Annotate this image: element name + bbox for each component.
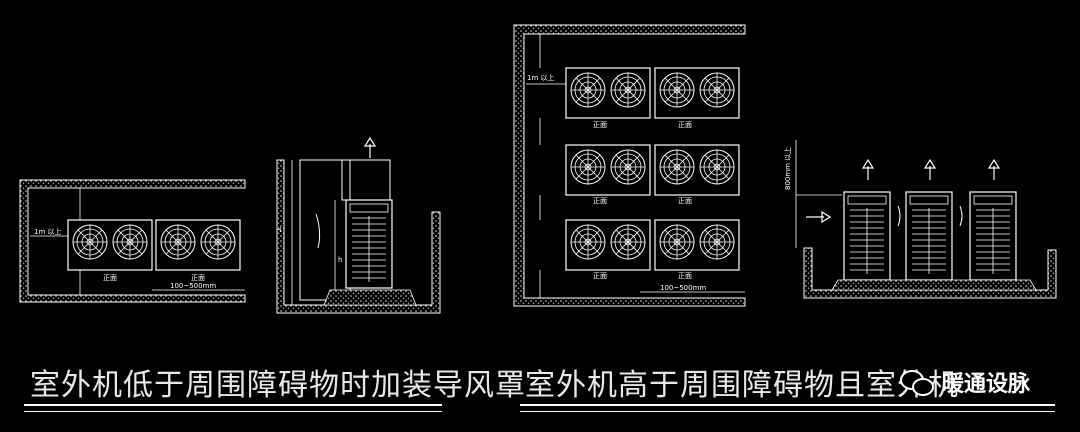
front-label: 正面 xyxy=(678,197,692,205)
outdoor-unit-r1c2 xyxy=(655,68,739,118)
watermark-text: 暖通设脉 xyxy=(942,372,1031,397)
outdoor-unit-tall xyxy=(345,199,393,289)
clearance-label: 1m 以上 xyxy=(527,73,555,82)
caption-underline xyxy=(24,404,442,406)
outdoor-unit-1 xyxy=(68,220,152,270)
outdoor-unit-r3c1 xyxy=(566,220,650,270)
right-caption: 室外机高于周围障碍物且室外机 xyxy=(525,368,959,403)
outdoor-unit-r2c1 xyxy=(566,145,650,195)
gap-label: 100~500mm xyxy=(170,282,216,290)
front-label: 正面 xyxy=(593,121,607,129)
front-label: 正面 xyxy=(593,197,607,205)
outdoor-unit-r1c1 xyxy=(566,68,650,118)
watermark: 暖通设脉 xyxy=(900,366,1030,398)
airflow-arrow-icon xyxy=(988,159,1000,181)
outdoor-unit-r2c2 xyxy=(655,145,739,195)
airflow-arrow-icon xyxy=(364,137,376,159)
left-caption: 室外机低于周围障碍物时加装导风罩 xyxy=(30,368,526,403)
airflow-arrow-icon xyxy=(862,159,874,181)
outdoor-unit-2 xyxy=(156,220,240,270)
left-plan-view: 正面 正面 1m 以上 100~500mm xyxy=(19,179,246,303)
clearance-label: h xyxy=(338,256,342,264)
wechat-icon xyxy=(900,368,934,396)
caption-underline xyxy=(24,411,442,412)
clearance-label: H xyxy=(276,226,281,234)
clearance-label: 800mm 以上 xyxy=(783,147,792,190)
outdoor-unit-r3c2 xyxy=(655,220,739,270)
front-label: 正面 xyxy=(678,121,692,129)
caption-underline xyxy=(520,411,1055,412)
outdoor-unit-tall-2 xyxy=(905,191,953,281)
front-label: 正面 xyxy=(191,274,205,282)
caption-underline xyxy=(520,404,1055,406)
airflow-arrow-icon xyxy=(924,159,936,181)
intake-arrow-icon xyxy=(806,210,832,224)
right-plan-view: 正面 正面 正面 正面 正面 正面 1m 以上 100~500mm xyxy=(513,24,746,307)
front-label: 正面 xyxy=(678,272,692,280)
outdoor-unit-tall-1 xyxy=(843,191,891,281)
outdoor-unit-tall-3 xyxy=(969,191,1017,281)
right-side-view: 800mm 以上 xyxy=(783,140,1057,299)
gap-label: 100~500mm xyxy=(660,284,706,292)
front-label: 正面 xyxy=(593,272,607,280)
clearance-label: 1m 以上 xyxy=(34,227,62,236)
left-side-view: H h xyxy=(276,137,441,314)
front-label: 正面 xyxy=(103,274,117,282)
